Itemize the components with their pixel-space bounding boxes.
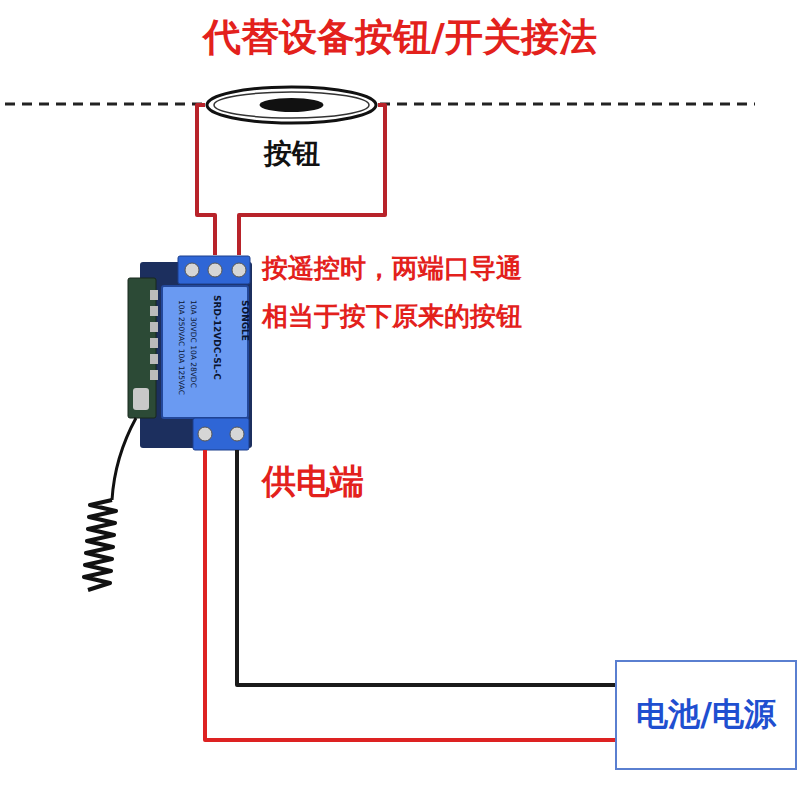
terminal-note: 供电端 <box>262 462 364 501</box>
power-label: 电池/电源 <box>636 697 776 732</box>
push-button: 按钮 <box>205 85 378 125</box>
pin-header <box>150 306 158 316</box>
antenna-coil <box>84 500 116 590</box>
screw <box>185 263 199 277</box>
wire <box>197 105 215 255</box>
button-label: 按钮 <box>264 139 320 170</box>
pin-header <box>150 370 158 380</box>
button-rim <box>214 92 369 118</box>
screw <box>208 263 222 277</box>
screw <box>232 263 246 277</box>
diagram-title: 代替设备按钮/开关接法 <box>0 16 800 60</box>
pin-header <box>150 322 158 332</box>
relay-rating: 10A 250VAC 10A 125VAC <box>176 300 185 395</box>
relay-model: SRD-12VDC-SL-C <box>211 295 221 380</box>
terminal-block <box>178 256 250 284</box>
terminal-block <box>193 418 249 450</box>
relay-body <box>162 286 248 418</box>
dashed-panel-line <box>5 103 203 106</box>
wire <box>237 450 615 685</box>
relay-module-picture <box>128 256 252 450</box>
wire <box>205 450 615 740</box>
note-text: 相当于按下原来的按钮 <box>262 302 522 332</box>
crystal <box>133 388 149 410</box>
screw <box>230 427 244 441</box>
relay-rating: 10A 30VDC 10A 28VDC <box>188 300 197 388</box>
pin-header <box>150 338 158 348</box>
button-cap <box>260 98 324 112</box>
relay-brand: SONGLE <box>239 300 249 341</box>
antenna-wire <box>112 418 136 500</box>
button-rim <box>207 87 376 123</box>
note-text: 按遥控时，两端口导通 <box>262 254 522 284</box>
power-source-box: 电池/电源 <box>615 660 797 770</box>
pin-header <box>150 354 158 364</box>
screw <box>198 427 212 441</box>
pin-header <box>150 290 158 300</box>
wire <box>239 105 385 255</box>
dashed-panel-line <box>380 103 755 106</box>
button-ring <box>205 85 378 125</box>
